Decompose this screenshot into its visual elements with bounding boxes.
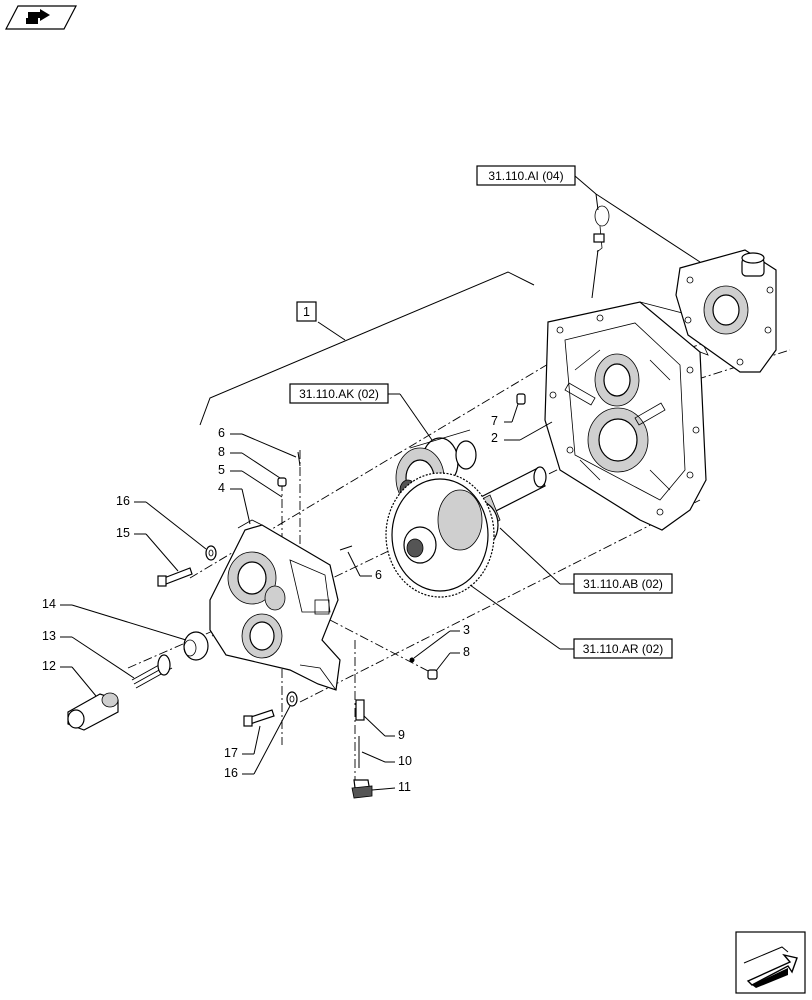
svg-text:6: 6: [218, 426, 225, 440]
svg-text:10: 10: [398, 754, 412, 768]
callout-8a: 8: [218, 445, 281, 479]
callout-11: 11: [371, 780, 411, 794]
svg-text:4: 4: [218, 481, 225, 495]
plug-part-8a: [277, 477, 287, 487]
assembly-bracket: [199, 271, 535, 426]
dipstick: [591, 205, 610, 299]
svg-text:13: 13: [42, 629, 56, 643]
callout-14: 14: [42, 597, 187, 641]
callout-3: 3: [413, 623, 470, 659]
pin-part-6b: [339, 545, 353, 551]
callout-9: 9: [363, 715, 405, 742]
washer-part-16a: [205, 545, 217, 561]
bolt-part-17: [243, 709, 275, 727]
svg-text:12: 12: [42, 659, 56, 673]
bushing-part-14: [183, 631, 209, 661]
bolt-part-15: [157, 567, 193, 587]
callout-6a: 6: [218, 426, 297, 458]
large-gear-ar: [385, 472, 495, 598]
callout-8b: 8: [435, 645, 470, 672]
svg-text:3: 3: [463, 623, 470, 637]
svg-text:5: 5: [218, 463, 225, 477]
svg-text:14: 14: [42, 597, 56, 611]
callout-13: 13: [42, 629, 135, 679]
svg-text:16: 16: [116, 494, 130, 508]
callout-4: 4: [218, 481, 251, 525]
svg-text:31.110.AK (02): 31.110.AK (02): [299, 387, 379, 401]
ball-part-3: [409, 657, 415, 663]
callout-17: 17: [224, 725, 261, 760]
next-page-arrow-icon[interactable]: [735, 931, 806, 994]
ref-box-ar[interactable]: 31.110.AR (02): [469, 584, 673, 659]
svg-text:8: 8: [463, 645, 470, 659]
pin-part-6a: [297, 451, 301, 467]
assembly-label: 1: [303, 305, 310, 319]
svg-text:9: 9: [398, 728, 405, 742]
svg-text:31.110.AR (02): 31.110.AR (02): [583, 642, 664, 656]
ref-box-ai[interactable]: 31.110.AI (04): [476, 165, 701, 263]
callout-12: 12: [42, 659, 97, 697]
front-cover: [209, 519, 341, 691]
plug-part-11: [351, 779, 373, 799]
svg-text:31.110.AB (02): 31.110.AB (02): [583, 577, 663, 591]
assembly-label-box: 1: [296, 301, 317, 322]
svg-text:31.110.AI (04): 31.110.AI (04): [488, 169, 563, 183]
dowel-part-7: [516, 393, 526, 405]
callout-7: 7: [491, 403, 519, 428]
svg-text:15: 15: [116, 526, 130, 540]
svg-text:6: 6: [375, 568, 382, 582]
pto-cover-plate: [675, 249, 777, 373]
callout-10: 10: [361, 751, 412, 768]
spring-part-13: [131, 654, 173, 689]
svg-text:17: 17: [224, 746, 238, 760]
callout-16a: 16: [116, 494, 207, 550]
cap-part-12: [67, 692, 119, 731]
main-housing: [544, 301, 709, 531]
callout-15: 15: [116, 526, 179, 572]
callout-2: 2: [491, 421, 553, 445]
svg-text:2: 2: [491, 431, 498, 445]
svg-text:7: 7: [491, 414, 498, 428]
plug-part-8b: [427, 669, 438, 680]
ref-box-ak[interactable]: 31.110.AK (02): [289, 383, 433, 441]
washer-part-16b: [286, 691, 298, 707]
svg-text:16: 16: [224, 766, 238, 780]
svg-text:11: 11: [398, 780, 411, 794]
pin-part-9: [355, 699, 365, 721]
callout-6b: 6: [347, 551, 382, 582]
svg-text:8: 8: [218, 445, 225, 459]
ref-box-ab[interactable]: 31.110.AB (02): [499, 527, 673, 594]
callout-16b: 16: [224, 705, 291, 780]
callout-5: 5: [218, 463, 283, 498]
folder-arrow-icon[interactable]: [5, 5, 77, 30]
